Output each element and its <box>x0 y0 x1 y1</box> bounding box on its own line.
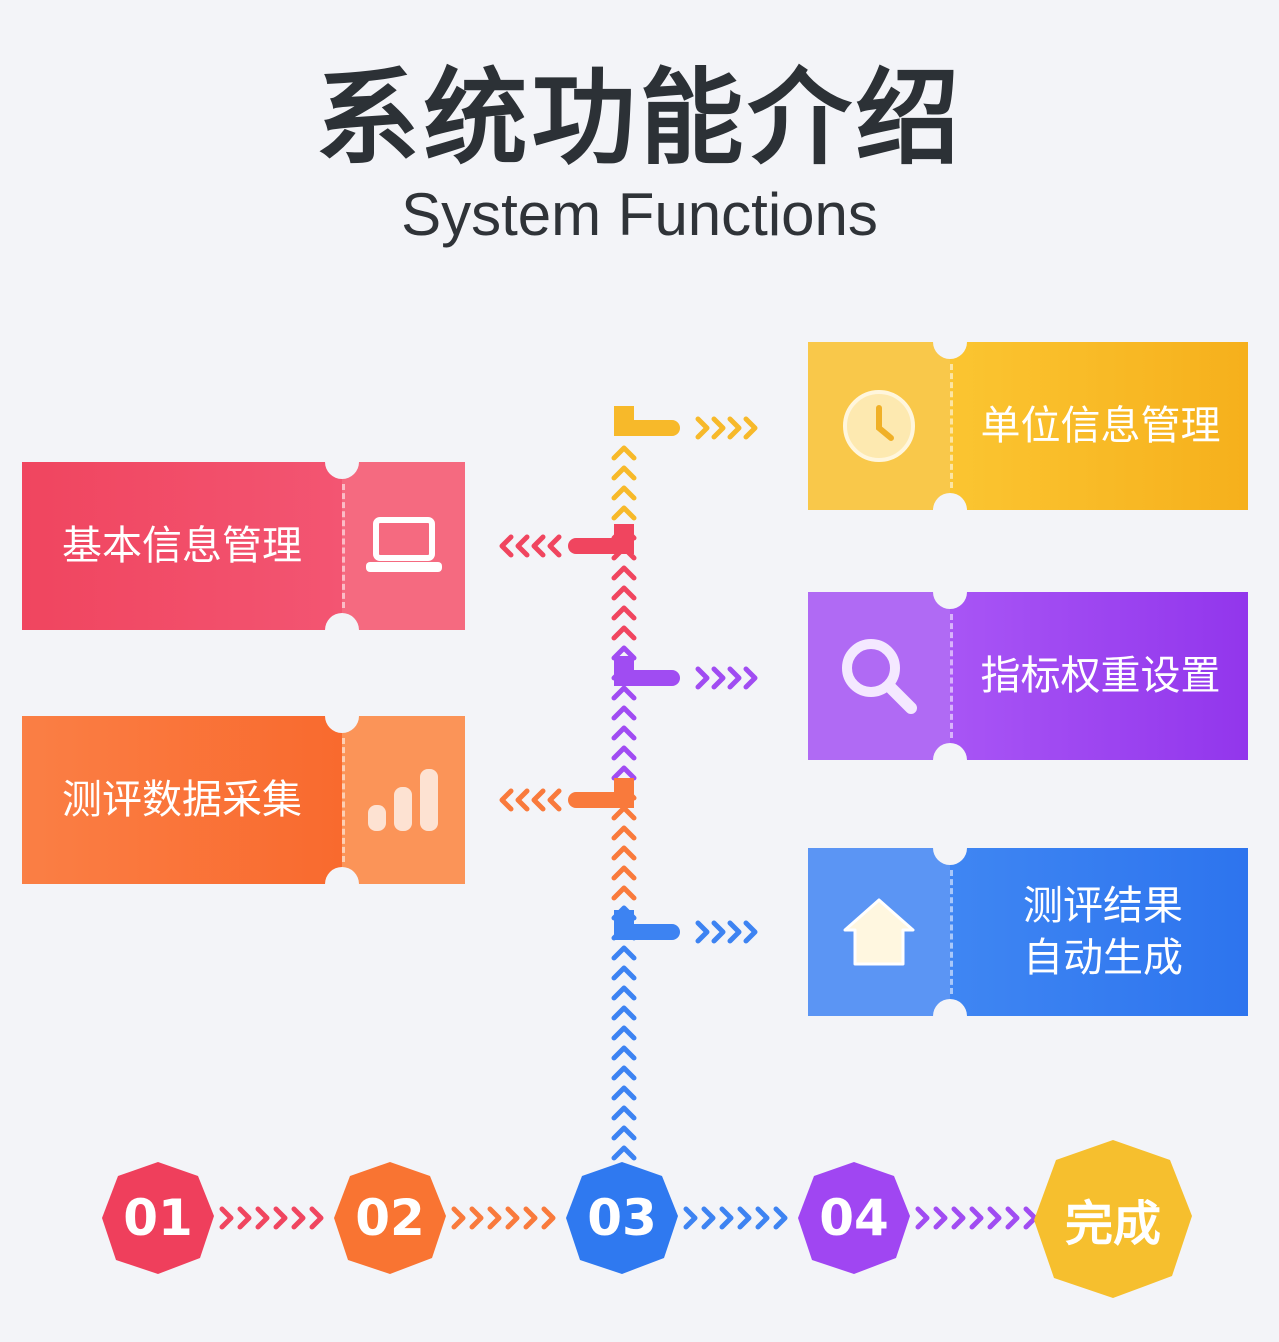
card-label-segment <box>950 342 1248 510</box>
module-card-data-collect[interactable]: 测评数据采集 <box>22 699 465 901</box>
card-label-segment <box>22 462 342 630</box>
step-seal-done: 完成 <box>1030 1136 1196 1302</box>
card-icon-segment <box>808 592 950 760</box>
card-label-segment <box>950 592 1248 760</box>
laptop-icon <box>342 462 465 630</box>
clock-icon <box>808 342 950 510</box>
step-label: 01 <box>123 1189 193 1247</box>
card-icon-segment <box>342 462 465 630</box>
module-label: 指标权重设置 <box>980 653 1221 699</box>
step-seal-01: 01 <box>98 1158 218 1278</box>
page-subtitle: System Functions <box>401 181 878 248</box>
search-icon <box>808 592 950 760</box>
card-label-segment <box>950 848 1248 1016</box>
bar-chart-icon <box>342 716 465 884</box>
module-card-unit-info[interactable]: 单位信息管理 <box>808 325 1248 527</box>
step-seal-03: 03 <box>562 1158 682 1278</box>
branch-arrows <box>499 406 758 944</box>
page-title: 系统功能介绍 <box>315 57 964 179</box>
module-label: 测评数据采集 <box>62 777 302 823</box>
step-seal-02: 02 <box>330 1158 450 1278</box>
step-label: 04 <box>819 1189 889 1247</box>
step-label: 完成 <box>1064 1196 1161 1252</box>
module-card-result-auto[interactable]: 测评结果 自动生成 <box>808 831 1248 1033</box>
step-label: 02 <box>355 1189 425 1247</box>
step-label: 03 <box>587 1189 657 1247</box>
step-seal-04: 04 <box>794 1158 914 1278</box>
card-label-segment <box>22 716 342 884</box>
module-label: 基本信息管理 <box>62 523 302 569</box>
module-label: 测评结果 自动生成 <box>1023 883 1183 981</box>
home-icon <box>808 848 950 1016</box>
module-card-index-weight[interactable]: 指标权重设置 <box>808 575 1248 777</box>
module-card-basic-info[interactable]: 基本信息管理 <box>22 445 465 647</box>
module-label: 单位信息管理 <box>980 403 1221 449</box>
